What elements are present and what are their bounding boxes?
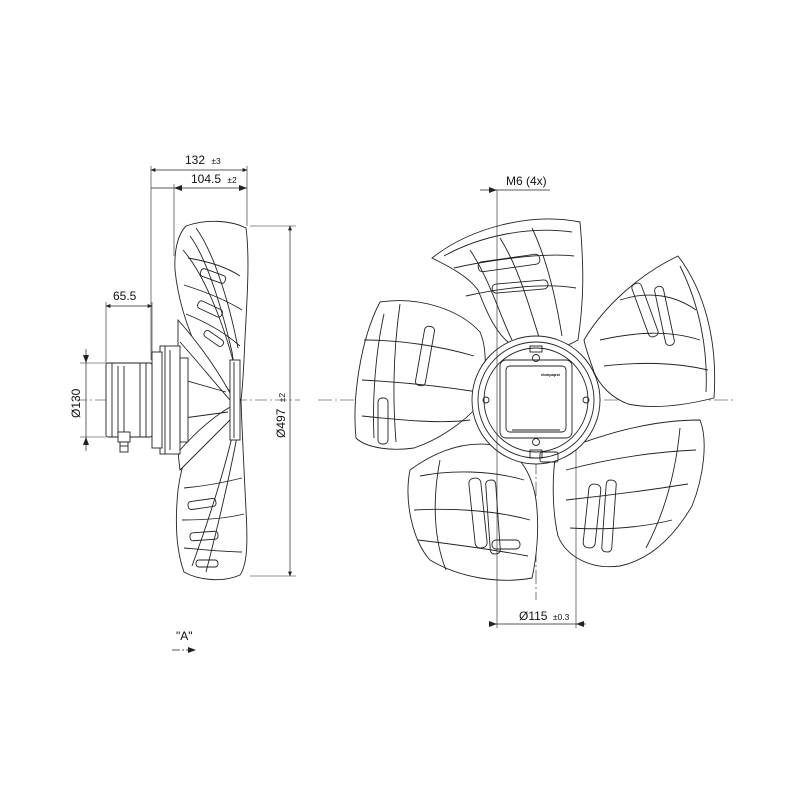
label-view-a: "A" bbox=[176, 629, 193, 643]
label-overall-depth-value: 132 bbox=[185, 153, 205, 167]
dim-bolt-circle bbox=[489, 400, 586, 628]
label-blade-depth: 104.5 ±2 bbox=[191, 172, 237, 186]
label-bolt-circle-value: Ø115 bbox=[519, 609, 548, 623]
label-fan-diameter-tol: ±2 bbox=[277, 393, 287, 403]
blade-bottom-left bbox=[407, 443, 539, 581]
dim-hub-offset bbox=[105, 302, 153, 363]
label-overall-depth-tol: ±3 bbox=[211, 156, 221, 166]
label-overall-depth: 132 ±3 bbox=[185, 153, 221, 167]
side-view-labels: 132 ±3 104.5 ±2 65.5 Ø130 Ø497 ±2 "A" bbox=[69, 153, 288, 643]
terminal-box bbox=[499, 359, 573, 439]
view-arrow-a bbox=[172, 647, 196, 653]
front-view bbox=[318, 187, 736, 628]
label-bolt-circle-tol: ±0.3 bbox=[553, 612, 570, 622]
dim-overall-depth bbox=[150, 166, 248, 360]
side-view bbox=[75, 166, 300, 653]
dim-mount-thread bbox=[480, 187, 550, 400]
blade-right bbox=[583, 255, 716, 407]
dim-blade-depth bbox=[151, 184, 247, 256]
label-fan-diameter-value: Ø497 bbox=[274, 408, 288, 438]
mount-hole-bottom bbox=[532, 438, 540, 446]
label-hub-offset: 65.5 bbox=[113, 289, 137, 303]
label-blade-depth-tol: ±2 bbox=[227, 175, 237, 185]
blade-top bbox=[431, 218, 584, 353]
front-hub bbox=[471, 335, 601, 465]
motor-brand-mark: ebmpapst bbox=[541, 372, 561, 377]
dim-fan-diameter bbox=[250, 225, 296, 577]
label-blade-depth-value: 104.5 bbox=[191, 172, 221, 186]
label-mount-thread: M6 (4x) bbox=[506, 174, 547, 188]
mount-hole-top bbox=[532, 354, 540, 362]
label-motor-diameter: Ø130 bbox=[69, 388, 83, 418]
side-motor bbox=[105, 362, 153, 453]
dim-motor-diameter bbox=[80, 349, 106, 451]
side-hub bbox=[151, 345, 241, 455]
blade-left bbox=[354, 300, 486, 450]
blade-bottom-right bbox=[552, 419, 705, 568]
label-bolt-circle: Ø115 ±0.3 bbox=[519, 609, 570, 623]
label-fan-diameter: Ø497 ±2 bbox=[274, 393, 288, 438]
front-view-labels: M6 (4x) Ø115 ±0.3 ebmpapst bbox=[506, 174, 570, 623]
